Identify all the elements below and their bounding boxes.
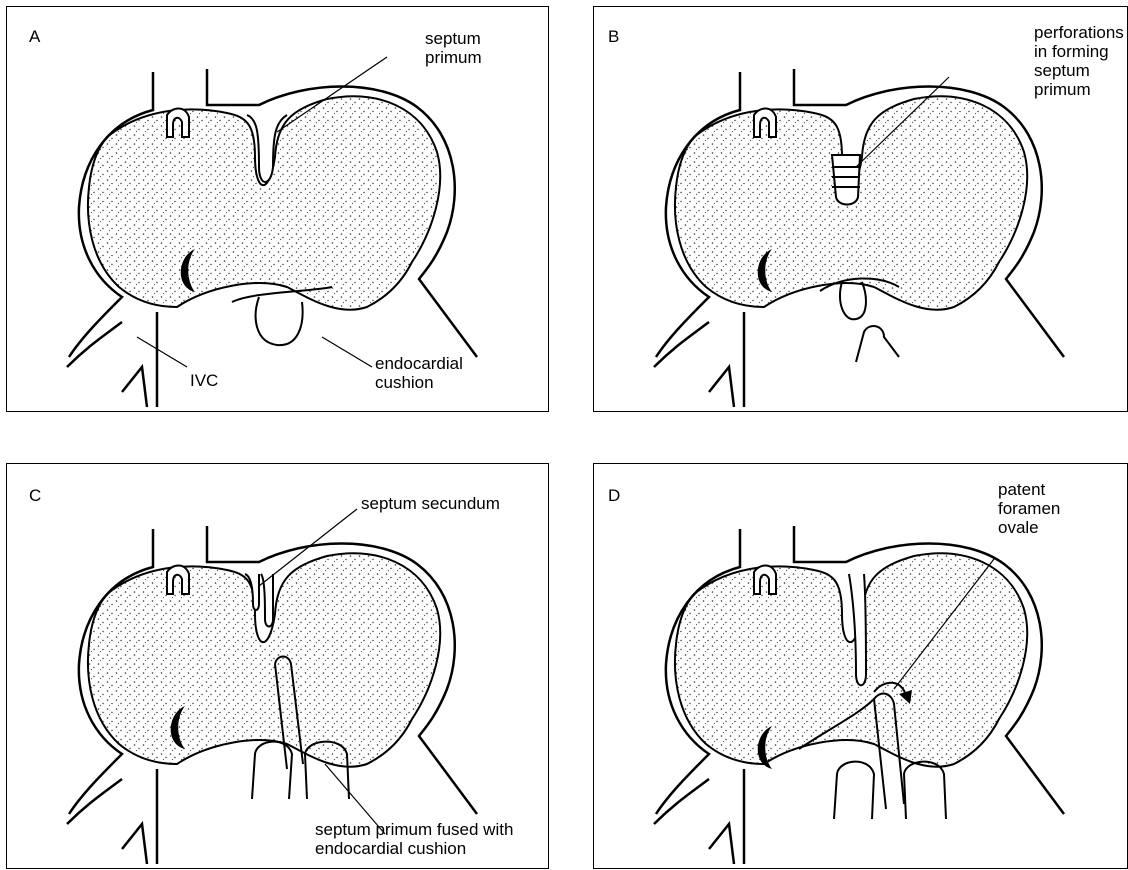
perforated-septum xyxy=(832,155,860,205)
panel-a: A septum primum IVC endocardial cushion xyxy=(6,6,549,412)
panel-letter: A xyxy=(29,27,40,47)
leader-ivc xyxy=(137,337,187,367)
label-septum-primum-fused: septum primum fused with endocardial cus… xyxy=(315,820,513,858)
ivc-wall xyxy=(654,769,744,864)
ivc-wall xyxy=(654,312,744,407)
leader-cushion xyxy=(322,337,372,367)
ivc-fork xyxy=(709,824,734,864)
panel-c: C septum secundum septum primum fused wi… xyxy=(6,463,549,869)
panel-d: D patent foramen ovale xyxy=(593,463,1128,869)
ivc-fork xyxy=(122,367,147,407)
ivc-wall xyxy=(67,769,157,864)
heart-diagram-a xyxy=(7,7,550,413)
ivc-fork xyxy=(122,824,147,864)
label-septum-primum: septum primum xyxy=(425,29,482,67)
panel-letter: D xyxy=(608,486,620,506)
label-patent-foramen-ovale: patent foramen ovale xyxy=(998,480,1060,537)
lower-cushion xyxy=(856,326,899,362)
label-septum-secundum: septum secundum xyxy=(361,494,500,513)
panel-b: B perforations in forming septum primum xyxy=(593,6,1128,412)
panel-letter: C xyxy=(29,486,41,506)
ivc-fork xyxy=(709,367,734,407)
ivc-wall xyxy=(67,312,157,407)
heart-diagram-c xyxy=(7,464,550,870)
endocardial-cushion-shape xyxy=(834,762,946,819)
panel-letter: B xyxy=(608,27,619,47)
label-endocardial-cushion: endocardial cushion xyxy=(375,354,463,392)
label-perforations: perforations in forming septum primum xyxy=(1034,23,1124,99)
label-ivc: IVC xyxy=(190,371,218,390)
